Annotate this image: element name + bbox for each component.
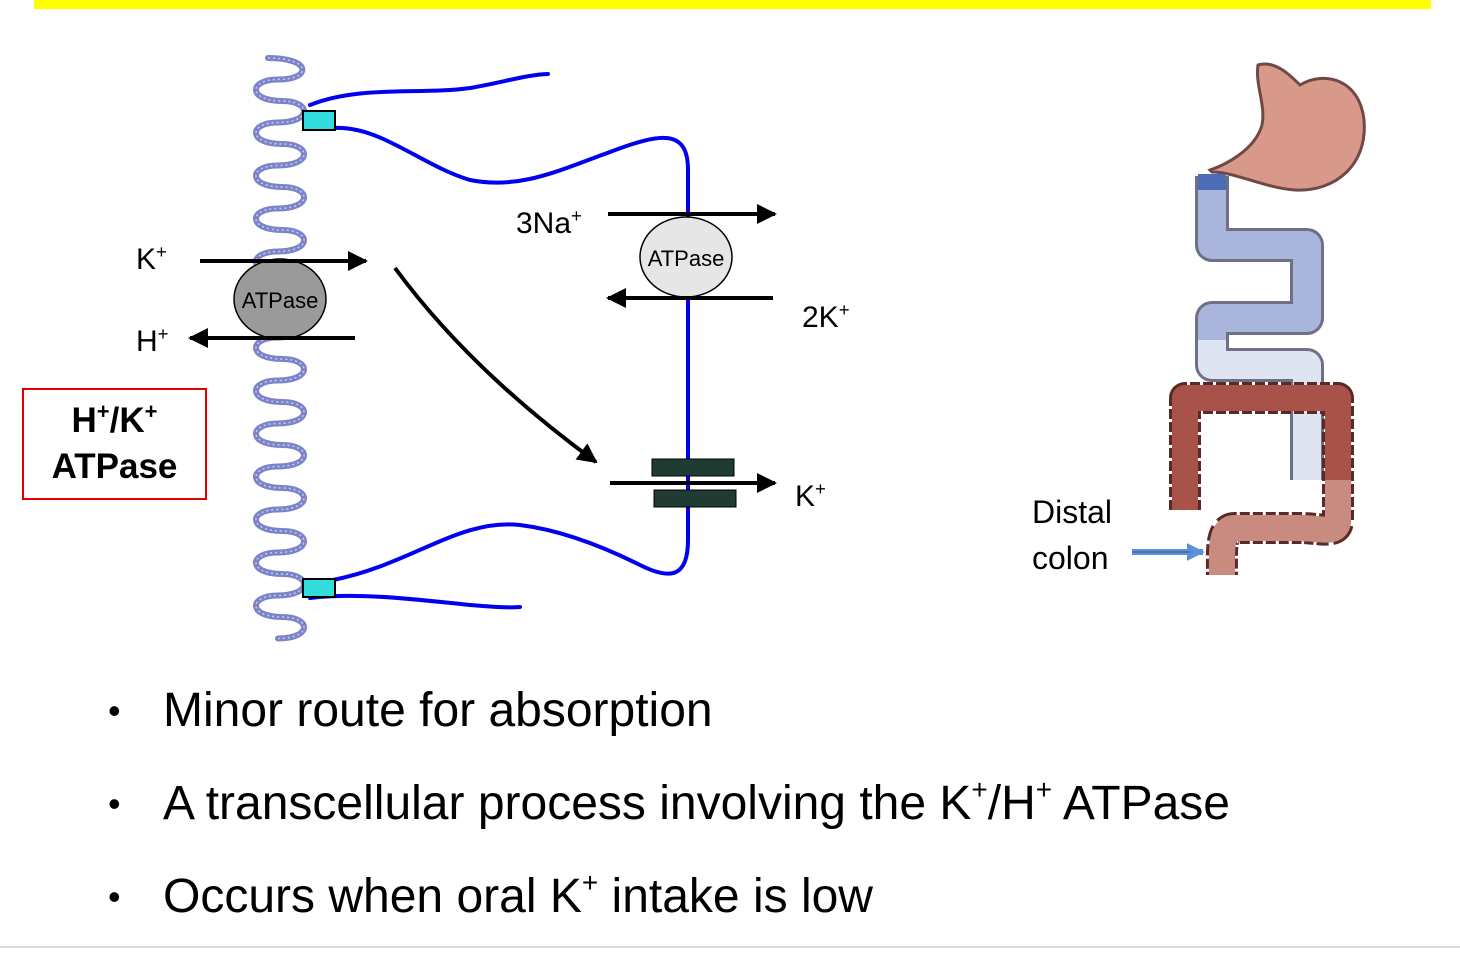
basolateral-na-label: 3Na+	[516, 205, 582, 240]
footer-divider	[0, 946, 1460, 948]
k-channel-bottom	[653, 489, 737, 508]
stomach	[1207, 62, 1366, 192]
hk-atpase-callout-line1: H+/K+	[71, 399, 158, 441]
distal-colon-segment	[1208, 480, 1351, 576]
bullet-item: •Minor route for absorption	[108, 676, 1408, 769]
apical-microvilli-texture	[255, 57, 305, 640]
apical-microvilli	[253, 55, 307, 642]
distal-colon-label-line1: Distal	[1032, 494, 1112, 530]
bullet-dot: •	[108, 876, 121, 917]
potassium-transport-diagram: ATPase K+ H+ ATPase 3Na+ 2K+ K+ Distal c…	[136, 55, 1366, 642]
hk-atpase-callout-line2: ATPase	[51, 447, 178, 486]
gi-tract-illustration	[1132, 62, 1366, 576]
bullet-list: •Minor route for absorption •A transcell…	[108, 676, 1408, 955]
small-intestine-distal	[1198, 340, 1321, 480]
cell-membrane	[308, 72, 690, 610]
intracellular-k-arrow	[393, 266, 598, 464]
bullet-item: •A transcellular process involving the K…	[108, 769, 1408, 862]
bullet-item: •Occurs when oral K+ intake is low	[108, 862, 1408, 955]
hk-atpase-callout: H+/K+ ATPase	[22, 388, 207, 500]
tight-junction-top	[302, 110, 336, 131]
tight-junction-bottom	[302, 578, 336, 598]
bullet-dot: •	[108, 690, 121, 731]
apical-h-label: H+	[136, 323, 169, 358]
apical-atpase-label: ATPase	[242, 288, 319, 313]
k-channel-top	[651, 458, 735, 477]
basolateral-2k-label: 2K+	[802, 299, 850, 334]
apical-k-label: K+	[136, 241, 167, 276]
k-channel-label: K+	[795, 478, 826, 513]
bullet-dot: •	[108, 783, 121, 824]
distal-colon-label-line2: colon	[1032, 540, 1109, 576]
title-accent-bar	[34, 0, 1431, 9]
basolateral-atpase-label: ATPase	[648, 246, 725, 271]
